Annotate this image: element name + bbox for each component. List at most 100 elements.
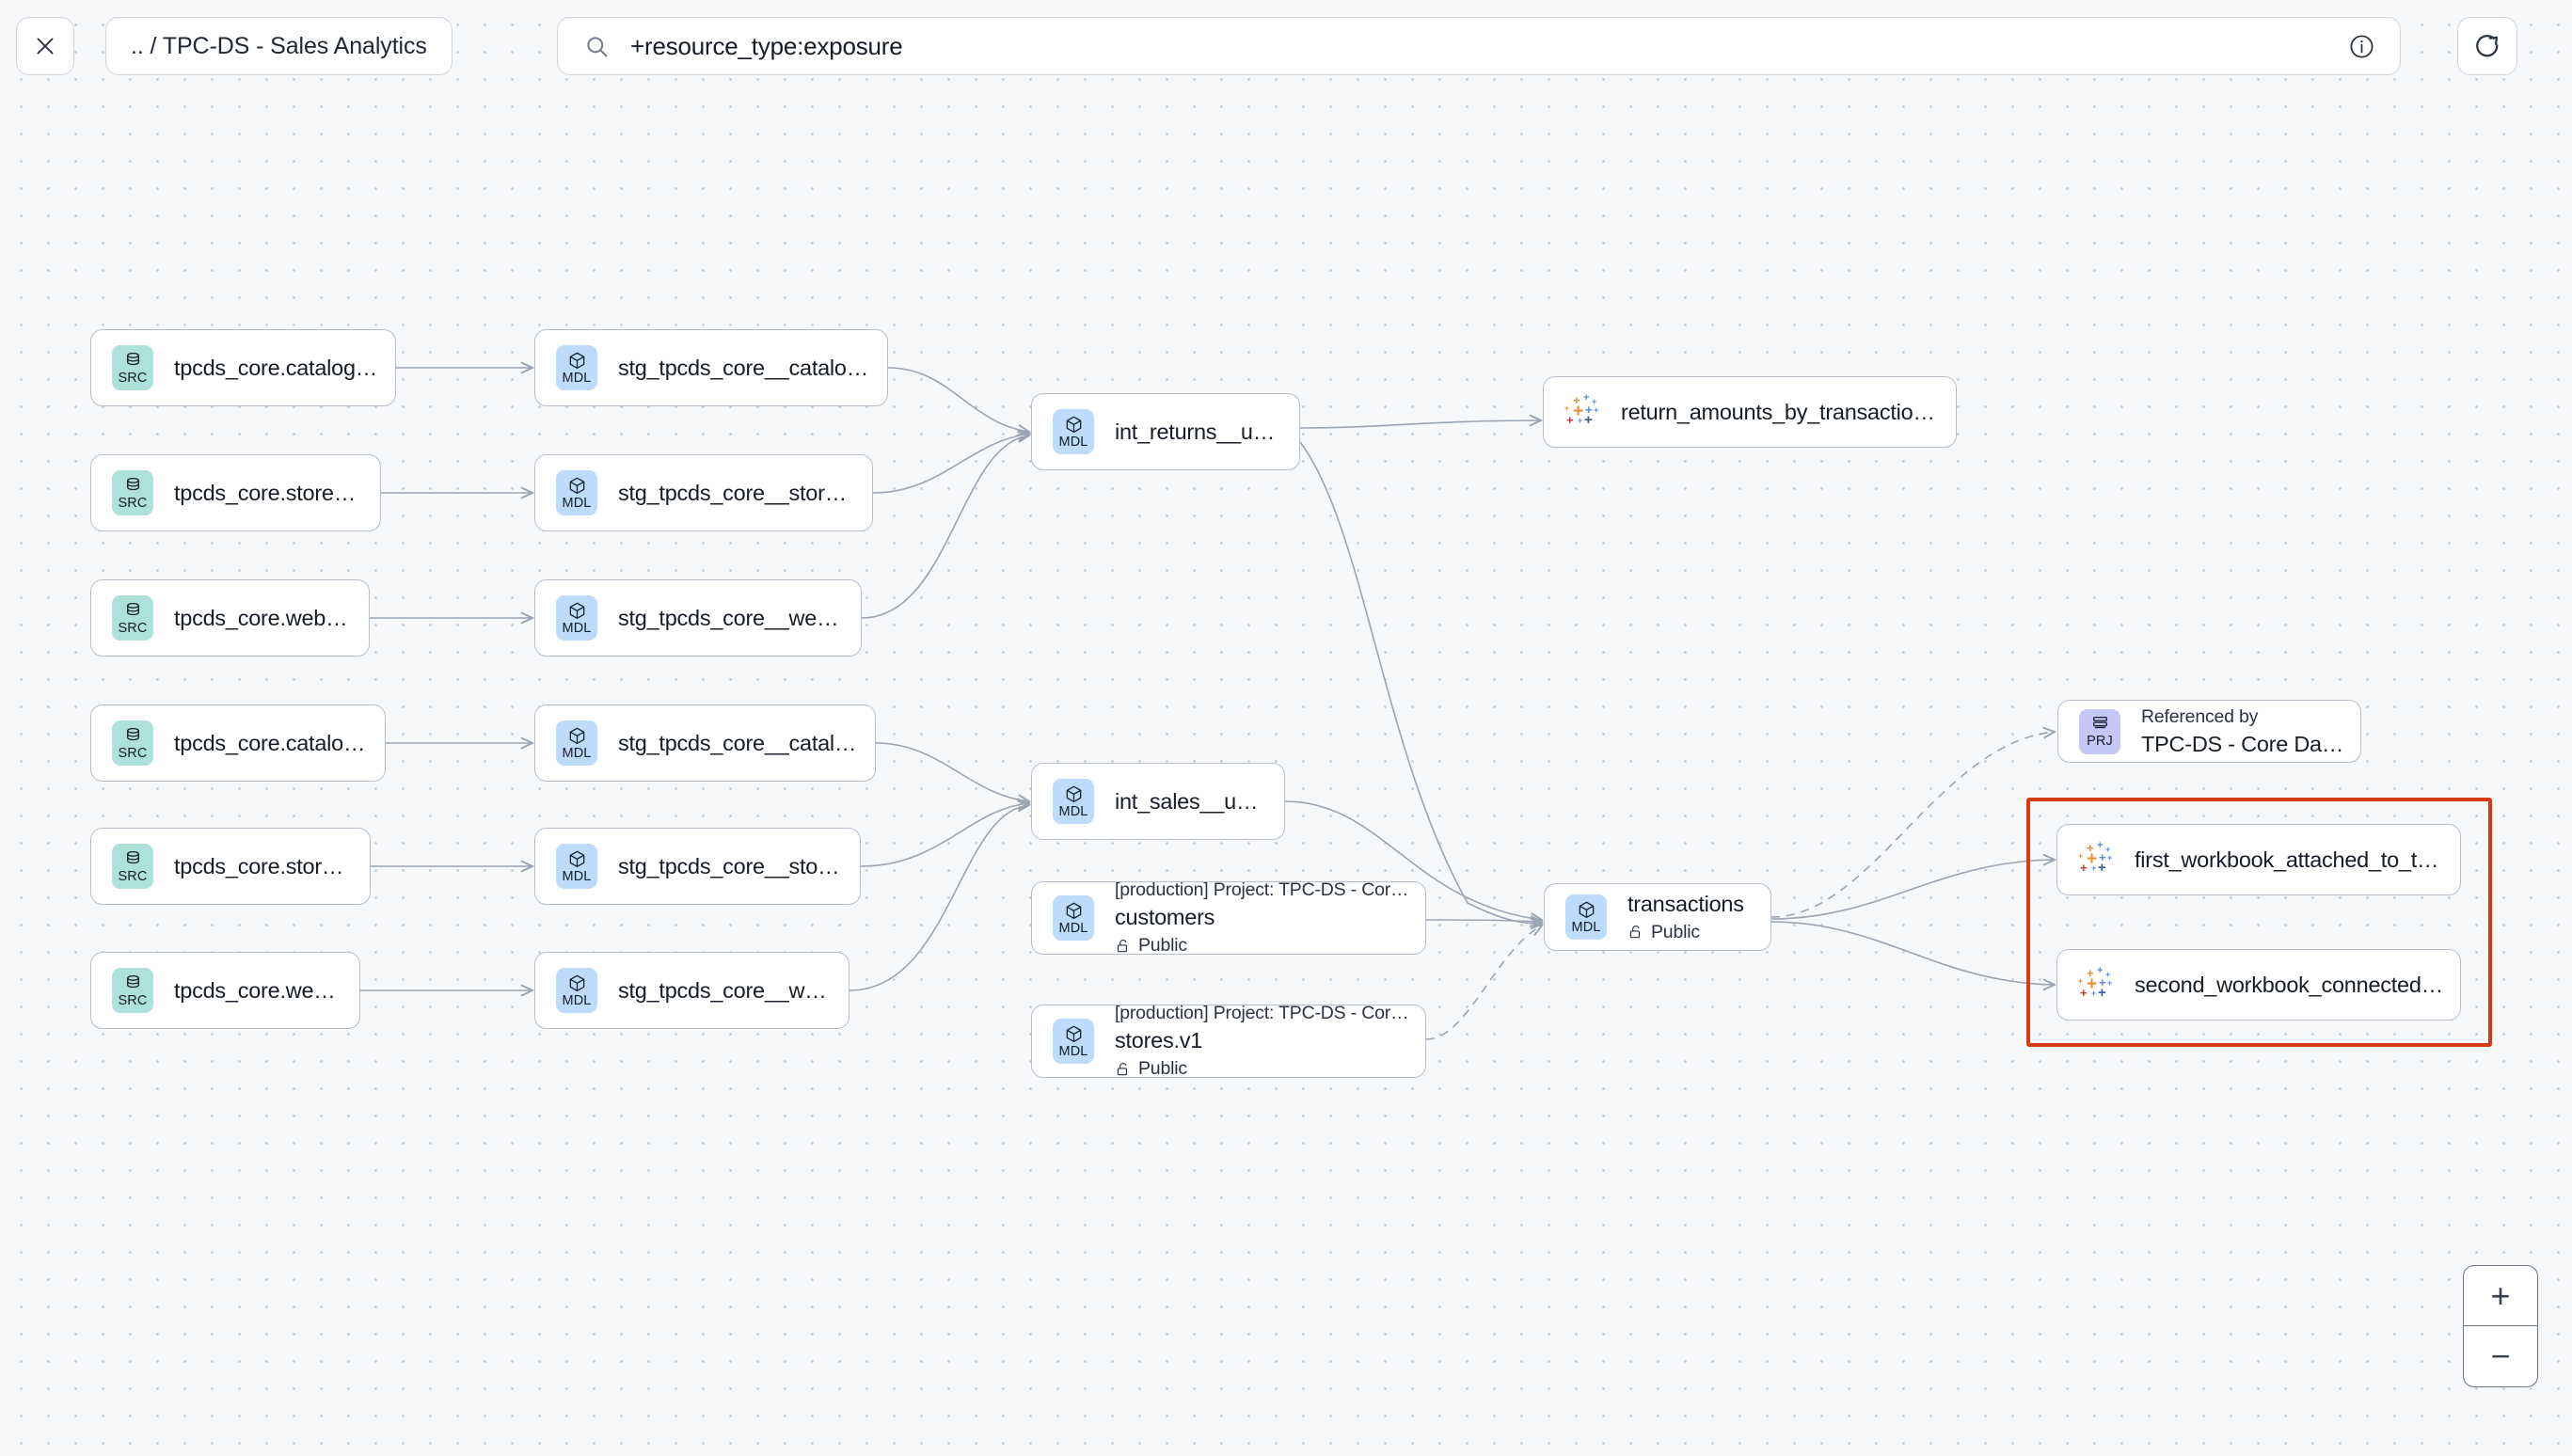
database-icon bbox=[123, 726, 143, 746]
unlock-icon bbox=[1627, 924, 1644, 941]
tableau-workbook-icon: ++++++++++ bbox=[2078, 840, 2113, 876]
badge-kind-label: SRC bbox=[118, 370, 148, 386]
info-icon[interactable] bbox=[2348, 33, 2375, 60]
search-query-text: +resource_type:exposure bbox=[630, 31, 903, 60]
graph-edge bbox=[1299, 420, 1541, 429]
node-title: customers bbox=[1115, 905, 1215, 929]
graph-node-mdl_stores_v1[interactable]: MDL [production] Project: TPC-DS - Core D… bbox=[1031, 1003, 1426, 1079]
search-icon bbox=[584, 34, 610, 59]
graph-edge bbox=[1770, 732, 2055, 918]
zoom-controls: + − bbox=[2463, 1265, 2538, 1387]
badge-kind-label: MDL bbox=[562, 495, 592, 511]
badge-kind-label: SRC bbox=[118, 495, 148, 511]
database-icon bbox=[123, 476, 143, 496]
node-title: TPC-DS - Core Data Models bbox=[2141, 731, 2345, 756]
close-button[interactable] bbox=[16, 17, 74, 75]
node-title: first_workbook_attached_to_tpc-ds_-_… bbox=[2135, 847, 2445, 872]
node-subtitle: [production] Project: TPC-DS - Core Data… bbox=[1115, 1003, 1410, 1023]
graph-node-mdl_int_returns_unioned[interactable]: MDL int_returns__unioned bbox=[1031, 393, 1300, 470]
node-labels: return_amounts_by_transaction_type bbox=[1621, 400, 1956, 425]
database-icon bbox=[123, 849, 143, 869]
graph-node-mdl_stg_catalog_sales[interactable]: MDL stg_tpcds_core__catalog_sales bbox=[534, 704, 876, 782]
node-labels: tpcds_core.web_sales bbox=[174, 978, 359, 1004]
badge-kind-label: MDL bbox=[562, 745, 592, 761]
node-title: tpcds_core.catalog_sales bbox=[174, 730, 370, 755]
node-title: stores.v1 bbox=[1115, 1028, 1203, 1052]
graph-node-prj_referenced_by[interactable]: PRJ Referenced by TPC-DS - Core Data Model… bbox=[2057, 700, 2361, 763]
node-labels: Referenced by TPC-DS - Core Data Models bbox=[2141, 706, 2360, 757]
node-labels: first_workbook_attached_to_tpc-ds_-_… bbox=[2135, 847, 2460, 873]
graph-edge bbox=[887, 367, 1029, 432]
node-labels: stg_tpcds_core__store_returns bbox=[618, 481, 872, 506]
mdl-badge-icon: MDL bbox=[556, 720, 597, 766]
graph-node-mdl_stg_catalog_returns[interactable]: MDL stg_tpcds_core__catalog_returns bbox=[534, 329, 888, 406]
graph-edge bbox=[849, 805, 1029, 991]
src-badge-icon: SRC bbox=[112, 968, 153, 1013]
graph-node-mdl_stg_store_sales[interactable]: MDL stg_tpcds_core__store_sales bbox=[534, 828, 861, 905]
search-input[interactable]: +resource_type:exposure bbox=[557, 17, 2401, 75]
badge-kind-label: MDL bbox=[1571, 919, 1601, 935]
graph-edge bbox=[1770, 860, 2055, 920]
mdl-badge-icon: MDL bbox=[556, 968, 597, 1013]
src-badge-icon: SRC bbox=[112, 720, 153, 766]
zoom-out-button[interactable]: − bbox=[2464, 1326, 2537, 1386]
graph-node-exp_second_workbook[interactable]: ++++++++++second_workbook_connected_to_l… bbox=[2056, 949, 2461, 1021]
badge-kind-label: MDL bbox=[1058, 434, 1088, 450]
node-title: int_returns__unioned bbox=[1115, 419, 1284, 444]
graph-node-src_web_sales[interactable]: SRC tpcds_core.web_sales bbox=[90, 952, 360, 1029]
database-icon bbox=[123, 601, 143, 621]
tableau-workbook-icon: ++++++++++ bbox=[1564, 392, 1599, 428]
refresh-icon bbox=[2476, 35, 2499, 57]
project-icon bbox=[2090, 714, 2110, 734]
node-labels: int_returns__unioned bbox=[1115, 419, 1299, 445]
node-labels: tpcds_core.web_returns bbox=[174, 606, 369, 631]
node-labels: [production] Project: TPC-DS - Core Data… bbox=[1115, 879, 1425, 957]
close-icon bbox=[37, 38, 54, 55]
node-title: stg_tpcds_core__store_sales bbox=[618, 853, 845, 878]
minus-icon: − bbox=[2490, 1337, 2511, 1375]
node-labels: tpcds_core.store_sales bbox=[174, 854, 370, 879]
badge-kind-label: MDL bbox=[562, 868, 592, 884]
zoom-in-button[interactable]: + bbox=[2464, 1266, 2537, 1326]
refresh-button[interactable] bbox=[2457, 17, 2517, 75]
graph-node-exp_first_workbook[interactable]: ++++++++++ first_workbook_attached_to_tpc… bbox=[2056, 824, 2461, 895]
badge-kind-label: PRJ bbox=[2087, 734, 2113, 750]
node-title: stg_tpcds_core__catalog_sales bbox=[618, 730, 860, 755]
breadcrumb[interactable]: .. / TPC-DS - Sales Analytics bbox=[105, 17, 452, 75]
graph-edge bbox=[1425, 920, 1542, 922]
node-title: stg_tpcds_core__catalog_returns bbox=[618, 355, 872, 380]
cube-icon bbox=[567, 351, 587, 371]
badge-kind-label: SRC bbox=[118, 992, 148, 1008]
graph-node-src_catalog_sales[interactable]: SRC tpcds_core.catalog_sales bbox=[90, 704, 386, 782]
mdl-badge-icon: MDL bbox=[1053, 1019, 1094, 1064]
node-subtitle: Referenced by bbox=[2141, 705, 2259, 727]
graph-node-mdl_stg_store_returns[interactable]: MDL stg_tpcds_core__store_returns bbox=[534, 454, 873, 531]
graph-edge bbox=[1770, 921, 2055, 985]
badge-kind-label: MDL bbox=[562, 992, 592, 1008]
mdl-badge-icon: MDL bbox=[1565, 894, 1607, 940]
mdl-badge-icon: MDL bbox=[556, 345, 597, 390]
unlock-icon bbox=[1115, 1061, 1132, 1078]
tableau-workbook-icon: ++++++++++ bbox=[2078, 965, 2113, 1001]
node-title: stg_tpcds_core__web_returns bbox=[618, 605, 846, 630]
mdl-badge-icon: MDL bbox=[1053, 895, 1094, 941]
node-labels: stg_tpcds_core__catalog_returns bbox=[618, 356, 887, 381]
badge-kind-label: SRC bbox=[118, 745, 148, 761]
node-visibility-label: Public bbox=[1651, 921, 1700, 942]
node-labels: int_sales__unioned bbox=[1115, 789, 1284, 815]
graph-node-mdl_customers[interactable]: MDL [production] Project: TPC-DS - Core D… bbox=[1031, 879, 1426, 957]
node-visibility-meta: Public bbox=[1115, 935, 1410, 957]
src-badge-icon: SRC bbox=[112, 470, 153, 515]
top-toolbar: .. / TPC-DS - Sales Analytics +resource_… bbox=[0, 0, 2572, 110]
graph-node-exp_return_amounts[interactable]: ++++++++++ return_amounts_by_transaction_… bbox=[1543, 376, 1957, 448]
